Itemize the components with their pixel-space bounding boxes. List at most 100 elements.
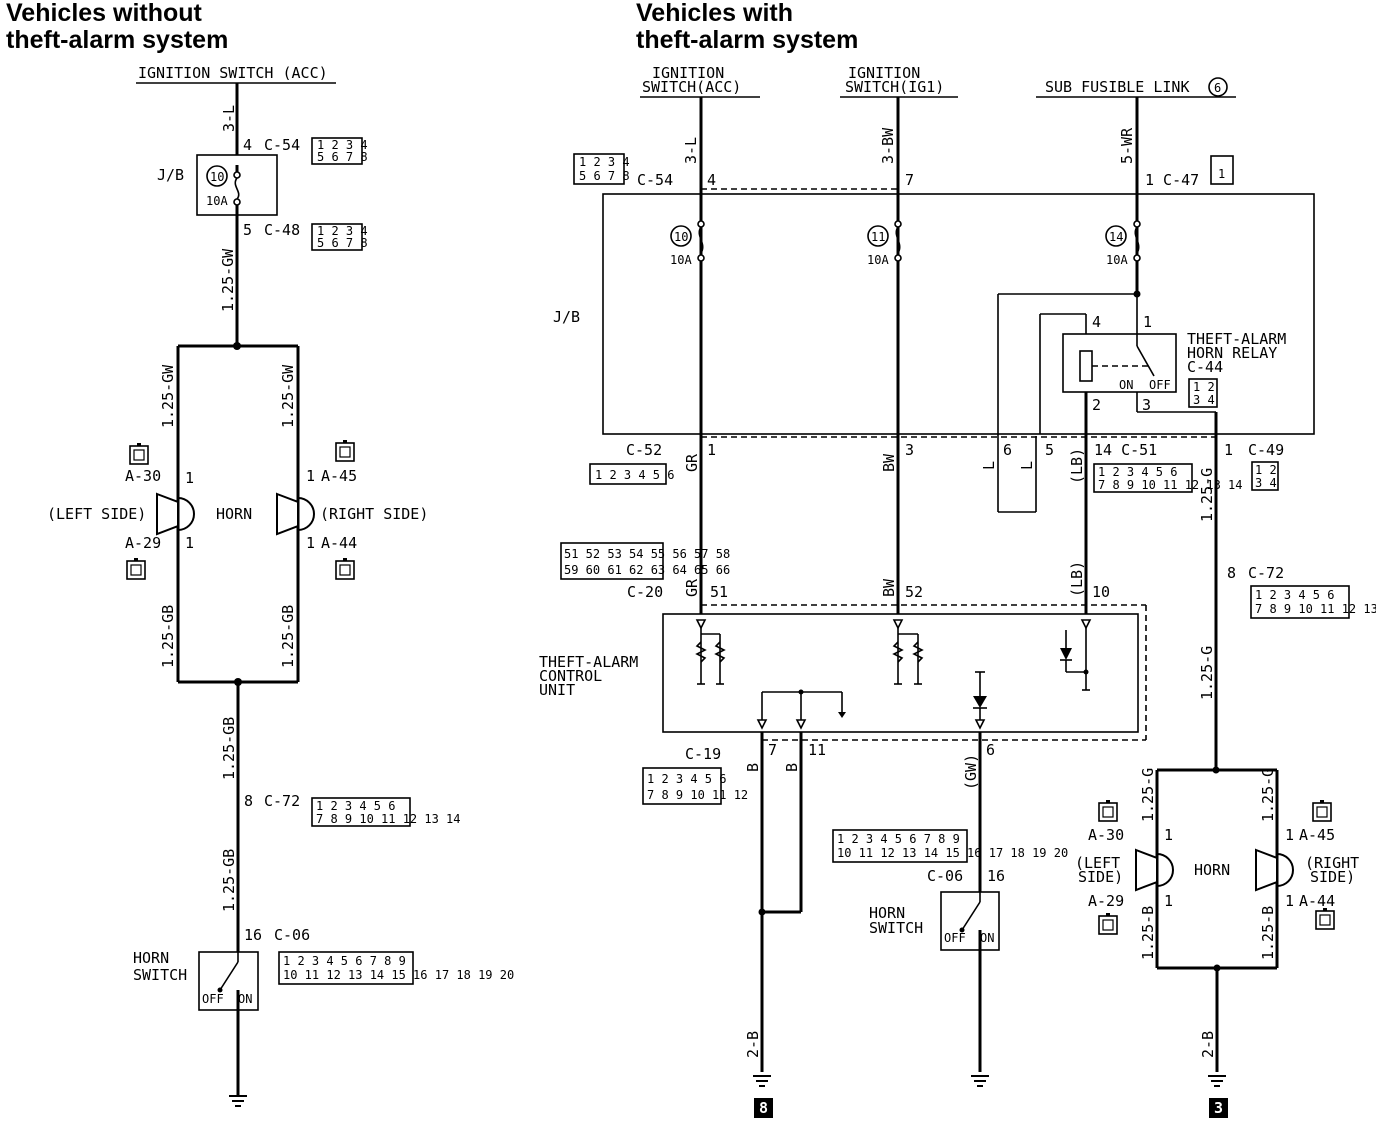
- b-splice: [758, 908, 766, 916]
- tacu-output-gw: [973, 671, 987, 730]
- ground-8-icon: [752, 1075, 772, 1087]
- a45-pin: 1: [1285, 826, 1294, 844]
- left-gb-lh: 1.25-GB: [159, 605, 177, 668]
- c54-label: C-54: [637, 171, 673, 189]
- horn-lh: [1135, 848, 1174, 892]
- horn-switch-2: SWITCH: [869, 919, 923, 937]
- c51-top: 1 2 3 4 5 6: [1098, 465, 1177, 479]
- fuse-11-number: 11: [871, 230, 885, 244]
- c44-top: 1 2: [1193, 380, 1215, 394]
- left-c06-top: 1 2 3 4 5 6 7 8 9: [283, 954, 406, 968]
- left-c48-label: C-48: [264, 221, 300, 239]
- relay-pin1: 1: [1143, 313, 1152, 331]
- c52-label: C-52: [626, 441, 662, 459]
- left-fuse-number: 10: [210, 170, 224, 184]
- left-right-side: (RIGHT SIDE): [320, 505, 428, 523]
- left-c54-label: C-54: [264, 136, 300, 154]
- left-horn-switch-2: SWITCH: [133, 966, 187, 984]
- left-heading-line2: theft-alarm system: [6, 26, 229, 54]
- fuse-14-amp: 10A: [1106, 253, 1128, 267]
- left-a45-connector: [335, 439, 355, 462]
- fuse-10: 10 10A: [670, 220, 705, 267]
- relay-pin3: 3: [1142, 396, 1151, 414]
- c49-connector: 1 2 3 4: [1251, 461, 1279, 491]
- left-c54-pin: 4: [243, 136, 252, 154]
- ground-8-badge: [754, 1098, 773, 1118]
- c72-bot: 7 8 9 10 11 12 13 14: [1255, 602, 1376, 616]
- c51-label: 14 C-51: [1094, 441, 1157, 459]
- left-fuse-contact-bottom: [233, 198, 241, 206]
- relay-coil: [1079, 350, 1093, 382]
- left-c72-label: C-72: [264, 792, 300, 810]
- left-c48-pin: 5: [243, 221, 252, 239]
- sw-blade: [961, 901, 981, 931]
- left-c48-top: 1 2 3 4: [317, 224, 368, 238]
- fuse-10-number: 10: [674, 230, 688, 244]
- horn-switch-1: HORN: [869, 904, 905, 922]
- c19-pin7: 7: [768, 741, 777, 759]
- tacu-output-lb: [1060, 619, 1092, 691]
- left-c54-bot: 5 6 7 8: [317, 150, 368, 164]
- tacu-name-1: THEFT-ALARM: [539, 653, 638, 671]
- c49-label: C-49: [1248, 441, 1284, 459]
- ground-3-icon: [1207, 1075, 1227, 1087]
- left-heading-line1: Vehicles without: [6, 0, 202, 27]
- left-a45-pin: 1: [306, 467, 315, 485]
- switch-ground-icon: [970, 1075, 990, 1087]
- c52-connector: 1 2 3 4 5 6: [589, 463, 674, 485]
- left-horn-switch-box: [198, 951, 259, 1011]
- left-c48-bot: 5 6 7 8: [317, 236, 368, 250]
- wire-bw-upper: BW: [880, 453, 898, 472]
- left-a30-label: A-30: [125, 467, 161, 485]
- c20-label: C-20: [627, 583, 663, 601]
- c72-label: C-72: [1248, 564, 1284, 582]
- c52-pins: 1 2 3 4 5 6: [595, 468, 674, 482]
- left-gb-rh: 1.25-GB: [279, 605, 297, 668]
- c20-top: 51 52 53 54 55 56 57 58: [564, 547, 730, 561]
- left-fuse-number-circle: [206, 165, 228, 187]
- a30-label: A-30: [1088, 826, 1124, 844]
- c52-pin3: 3: [905, 441, 914, 459]
- left-c48-connector: 1 2 3 4 5 6 7 8: [311, 223, 368, 251]
- wire-2b-left: 2-B: [744, 1031, 762, 1058]
- c20-connector: 51 52 53 54 55 56 57 58 59 60 61 62 63 6…: [560, 542, 730, 580]
- c19-label: C-19: [685, 745, 721, 763]
- c54-connector: 1 2 3 4 5 6 7 8: [573, 153, 630, 185]
- left-a29-connector: [126, 557, 146, 580]
- wire-5wr: 5-WR: [1118, 127, 1136, 164]
- left-c54-top: 1 2 3 4: [317, 138, 368, 152]
- c54-pin4: 4: [707, 171, 716, 189]
- c20-pin10: 10: [1092, 583, 1110, 601]
- left-c06-pin: 16: [244, 926, 262, 944]
- right-diagram: IGNITION SWITCH(ACC) IGNITION SWITCH(IG1…: [539, 64, 1376, 1118]
- jb-label: J/B: [553, 308, 580, 326]
- left-sw-off: OFF: [202, 992, 224, 1006]
- left-c72-top: 1 2 3 4 5 6: [316, 799, 395, 813]
- c06-pin: 16: [987, 867, 1005, 885]
- c47-label: 1 C-47: [1145, 171, 1199, 189]
- horn-rh: [1255, 848, 1294, 892]
- c52-pin1: 1: [707, 441, 716, 459]
- c49-bot: 3 4: [1255, 476, 1277, 490]
- c19-top: 1 2 3 4 5 6: [647, 772, 726, 786]
- left-sw-on: ON: [238, 992, 252, 1006]
- wire-lb-lower: (LB): [1068, 561, 1086, 597]
- wire-gw-label: (GW): [962, 754, 980, 790]
- fuse-14: 14 10A: [1105, 220, 1141, 267]
- c20-pin52: 52: [905, 583, 923, 601]
- left-c54-connector: 1 2 3 4 5 6 7 8: [311, 137, 368, 165]
- wire-g-2: 1.25-G: [1198, 646, 1216, 700]
- relay-pin4: 4: [1092, 313, 1101, 331]
- fuse-14-number: 14: [1109, 230, 1123, 244]
- c54-top: 1 2 3 4: [579, 155, 630, 169]
- left-diagram: IGNITION SWITCH (ACC) 3-L 4 C-54 1 2 3 4…: [47, 64, 514, 1107]
- c20-pin51: 51: [710, 583, 728, 601]
- ground-3-badge: [1209, 1098, 1228, 1118]
- c51-connector: 1 2 3 4 5 6 7 8 9 10 11 12 13 14: [1093, 463, 1243, 493]
- wire-lb-upper: (LB): [1068, 448, 1086, 484]
- relay-name-1: THEFT-ALARM: [1187, 330, 1286, 348]
- fuse-11-amp: 10A: [867, 253, 889, 267]
- relay-pin2: 2: [1092, 396, 1101, 414]
- left-sw-pivot: [217, 987, 223, 993]
- wire-g-1: 1.25-G: [1198, 468, 1216, 522]
